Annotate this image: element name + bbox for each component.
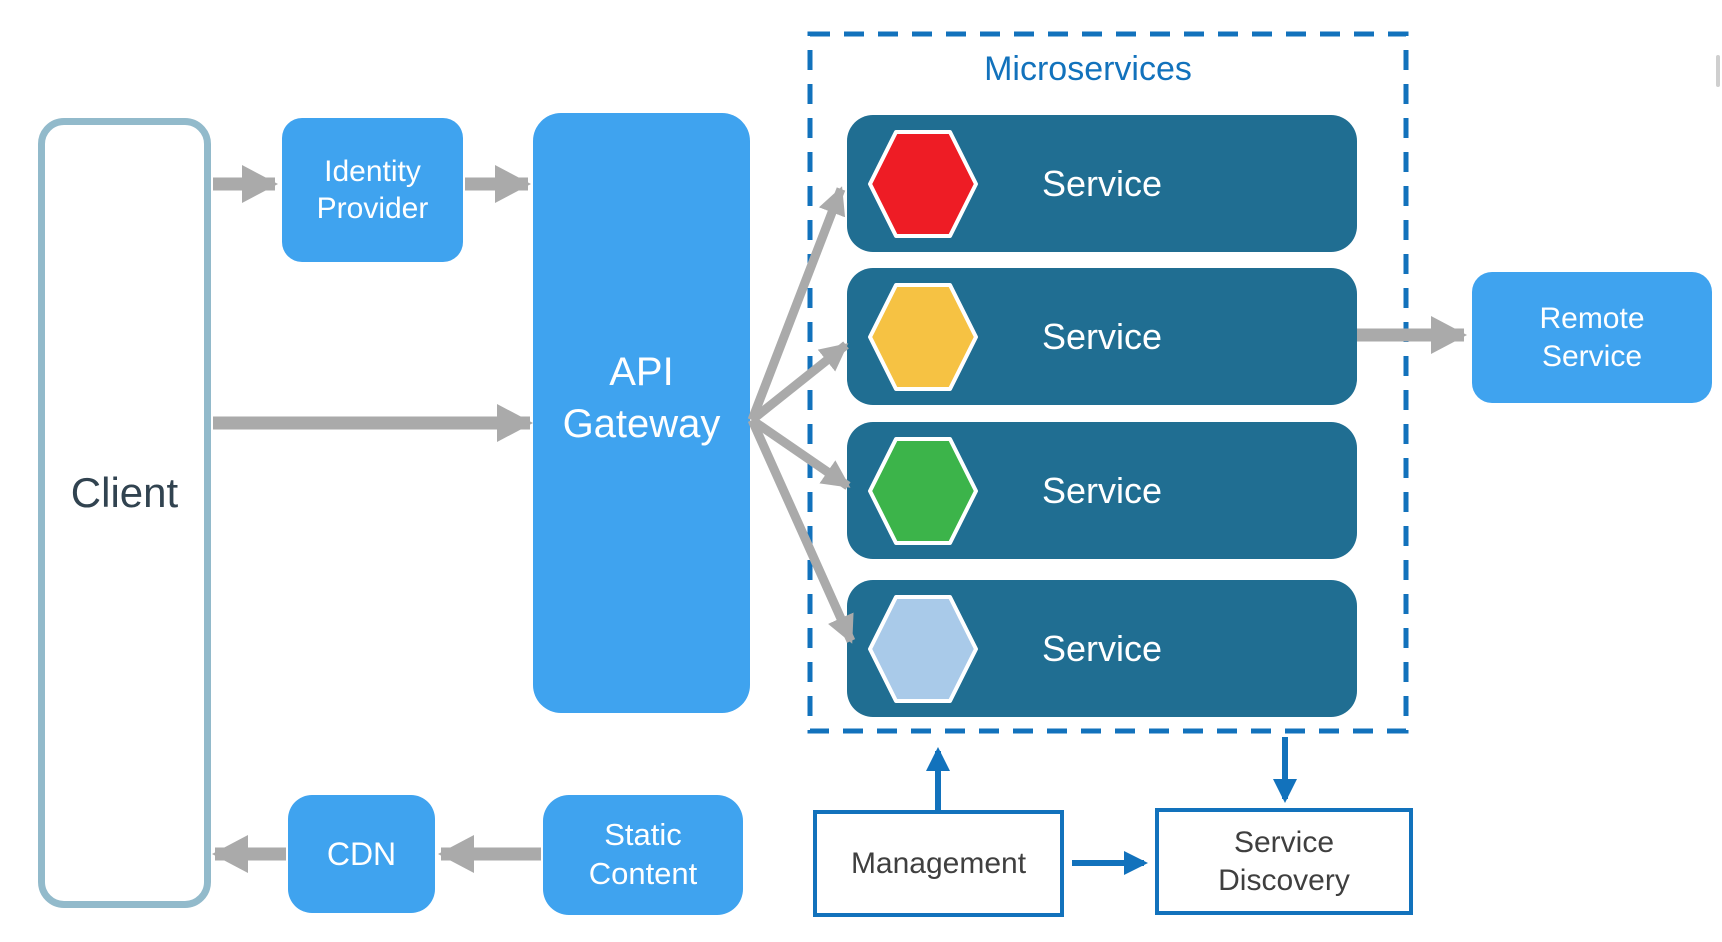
service-node-1: Service (847, 115, 1357, 252)
service-label: Service (1041, 469, 1163, 511)
service-node-2: Service (847, 268, 1357, 405)
client-label: Client (70, 468, 179, 516)
api-gateway-label: API Gateway (562, 350, 721, 446)
api-gateway-node: API Gateway (533, 113, 750, 713)
service-label: Service (1041, 627, 1163, 669)
arrow-api-gateway-to-service-1 (747, 186, 846, 422)
identity-provider-node: Identity Provider (282, 118, 463, 262)
static-content-label: Static Content (588, 817, 698, 891)
client-node: Client (38, 118, 211, 908)
cdn-node: CDN (288, 795, 435, 913)
arrow-api-gateway-to-service-3 (749, 416, 851, 490)
remote-service-label: Remote Service (1539, 302, 1645, 373)
service-discovery-node: Service Discovery (1155, 808, 1413, 915)
microservices-group-title: Microservices (984, 50, 1192, 88)
static-content-node: Static Content (543, 795, 743, 915)
edge-artifact (1716, 55, 1720, 87)
service-label: Service (1041, 315, 1163, 357)
arrow-api-gateway-to-service-2 (749, 341, 849, 424)
arrow-api-gateway-to-service-4 (747, 418, 856, 644)
service-discovery-label: Service Discovery (1218, 826, 1350, 897)
identity-provider-label: Identity Provider (316, 154, 429, 226)
management-node: Management (813, 810, 1064, 917)
cdn-label: CDN (326, 836, 397, 872)
service-node-4: Service (847, 580, 1357, 717)
service-label: Service (1041, 162, 1163, 204)
management-label: Management (850, 846, 1027, 880)
remote-service-node: Remote Service (1472, 272, 1712, 403)
service-node-3: Service (847, 422, 1357, 559)
